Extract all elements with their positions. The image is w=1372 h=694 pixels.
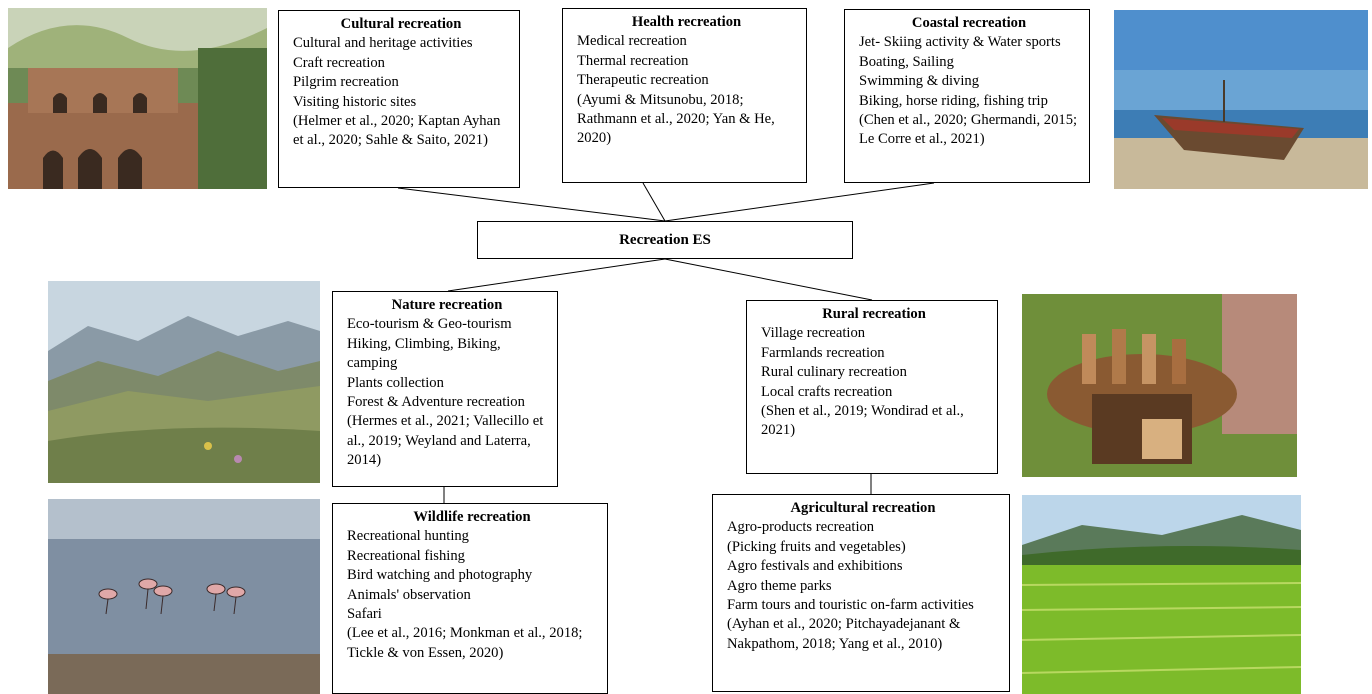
list-item: Farm tours and touristic on-farm activit… bbox=[727, 597, 974, 614]
citation: (Hermes et al., 2021; Vallecillo et al.,… bbox=[347, 413, 544, 469]
flamingos-photo bbox=[48, 499, 320, 694]
rural-recreation-title: Rural recreation bbox=[822, 306, 926, 322]
boat-on-beach-photo bbox=[1114, 10, 1368, 189]
list-item: Hiking, Climbing, Biking, camping bbox=[347, 335, 501, 372]
list-item: Therapeutic recreation bbox=[577, 72, 709, 89]
citation: (Shen et al., 2019; Wondirad et al., 202… bbox=[761, 403, 964, 439]
list-item: Pilgrim recreation bbox=[293, 74, 399, 91]
list-item: Animals' observation bbox=[347, 586, 471, 603]
castle-ruins-photo bbox=[8, 8, 267, 189]
list-item: Village recreation bbox=[761, 325, 866, 342]
list-item: Plants collection bbox=[347, 374, 444, 391]
connector-coastal bbox=[664, 182, 935, 222]
list-item: Recreational hunting bbox=[347, 528, 469, 545]
list-item: Biking, horse riding, fishing trip bbox=[859, 92, 1048, 109]
wildlife-recreation-box: Wildlife recreation Recreational hunting… bbox=[332, 503, 608, 694]
recreation-es-root: Recreation ES bbox=[477, 221, 853, 259]
list-item: Recreational fishing bbox=[347, 547, 465, 564]
list-item: Medical recreation bbox=[577, 33, 687, 50]
connector-cultural bbox=[397, 187, 666, 222]
citation: (Chen et al., 2020; Ghermandi, 2015; Le … bbox=[859, 112, 1078, 148]
list-item: Agro festivals and exhibitions bbox=[727, 558, 903, 575]
list-item: Farmlands recreation bbox=[761, 344, 885, 361]
list-item: Cultural and heritage activities bbox=[293, 35, 473, 52]
list-item: Boating, Sailing bbox=[859, 53, 954, 70]
list-item: Thermal recreation bbox=[577, 52, 689, 69]
rural-recreation-box: Rural recreation Village recreation Farm… bbox=[746, 300, 998, 474]
list-item: Craft recreation bbox=[293, 54, 385, 71]
list-item: Agro-products recreation bbox=[727, 519, 875, 536]
list-item: Rural culinary recreation bbox=[761, 364, 907, 381]
connector-rural bbox=[664, 258, 873, 301]
coastal-recreation-title: Coastal recreation bbox=[911, 15, 1027, 31]
citation: (Ayumi & Mitsunobu, 2018; Rathmann et al… bbox=[577, 91, 775, 147]
nature-recreation-title: Nature recreation bbox=[391, 297, 503, 313]
citation: (Lee et al., 2016; Monkman et al., 2018;… bbox=[347, 625, 583, 661]
rice-terrace-photo bbox=[1022, 495, 1301, 694]
health-recreation-title: Health recreation bbox=[631, 14, 742, 30]
citation: (Ayhan et al., 2020; Pitchayadejanant & … bbox=[727, 616, 961, 652]
list-item: Visiting historic sites bbox=[293, 93, 417, 110]
list-item: Forest & Adventure recreation bbox=[347, 394, 525, 411]
mountain-landscape-photo bbox=[48, 281, 320, 483]
wildlife-recreation-title: Wildlife recreation bbox=[413, 509, 531, 525]
health-recreation-box: Health recreation Medical recreation The… bbox=[562, 8, 807, 183]
list-item: (Picking fruits and vegetables) bbox=[727, 538, 906, 555]
connector-health bbox=[642, 182, 666, 222]
list-item: Agro theme parks bbox=[727, 577, 832, 594]
cultural-recreation-box: Cultural recreation Cultural and heritag… bbox=[278, 10, 520, 188]
nature-recreation-box: Nature recreation Eco-tourism & Geo-tour… bbox=[332, 291, 558, 487]
list-item: Jet- Skiing activity & Water sports bbox=[859, 34, 1061, 51]
connector-nature bbox=[447, 258, 666, 292]
agricultural-recreation-title: Agricultural recreation bbox=[790, 500, 936, 516]
list-item: Bird watching and photography bbox=[347, 567, 533, 584]
list-item: Eco-tourism & Geo-tourism bbox=[347, 316, 512, 333]
wooden-crafts-photo bbox=[1022, 294, 1297, 477]
cultural-recreation-title: Cultural recreation bbox=[340, 16, 462, 32]
agricultural-recreation-box: Agricultural recreation Agro-products re… bbox=[712, 494, 1010, 692]
list-item: Swimming & diving bbox=[859, 73, 980, 90]
list-item: Safari bbox=[347, 606, 382, 623]
citation: (Helmer et al., 2020; Kaptan Ayhan et al… bbox=[293, 113, 501, 149]
list-item: Local crafts recreation bbox=[761, 383, 893, 400]
coastal-recreation-box: Coastal recreation Jet- Skiing activity … bbox=[844, 9, 1090, 183]
